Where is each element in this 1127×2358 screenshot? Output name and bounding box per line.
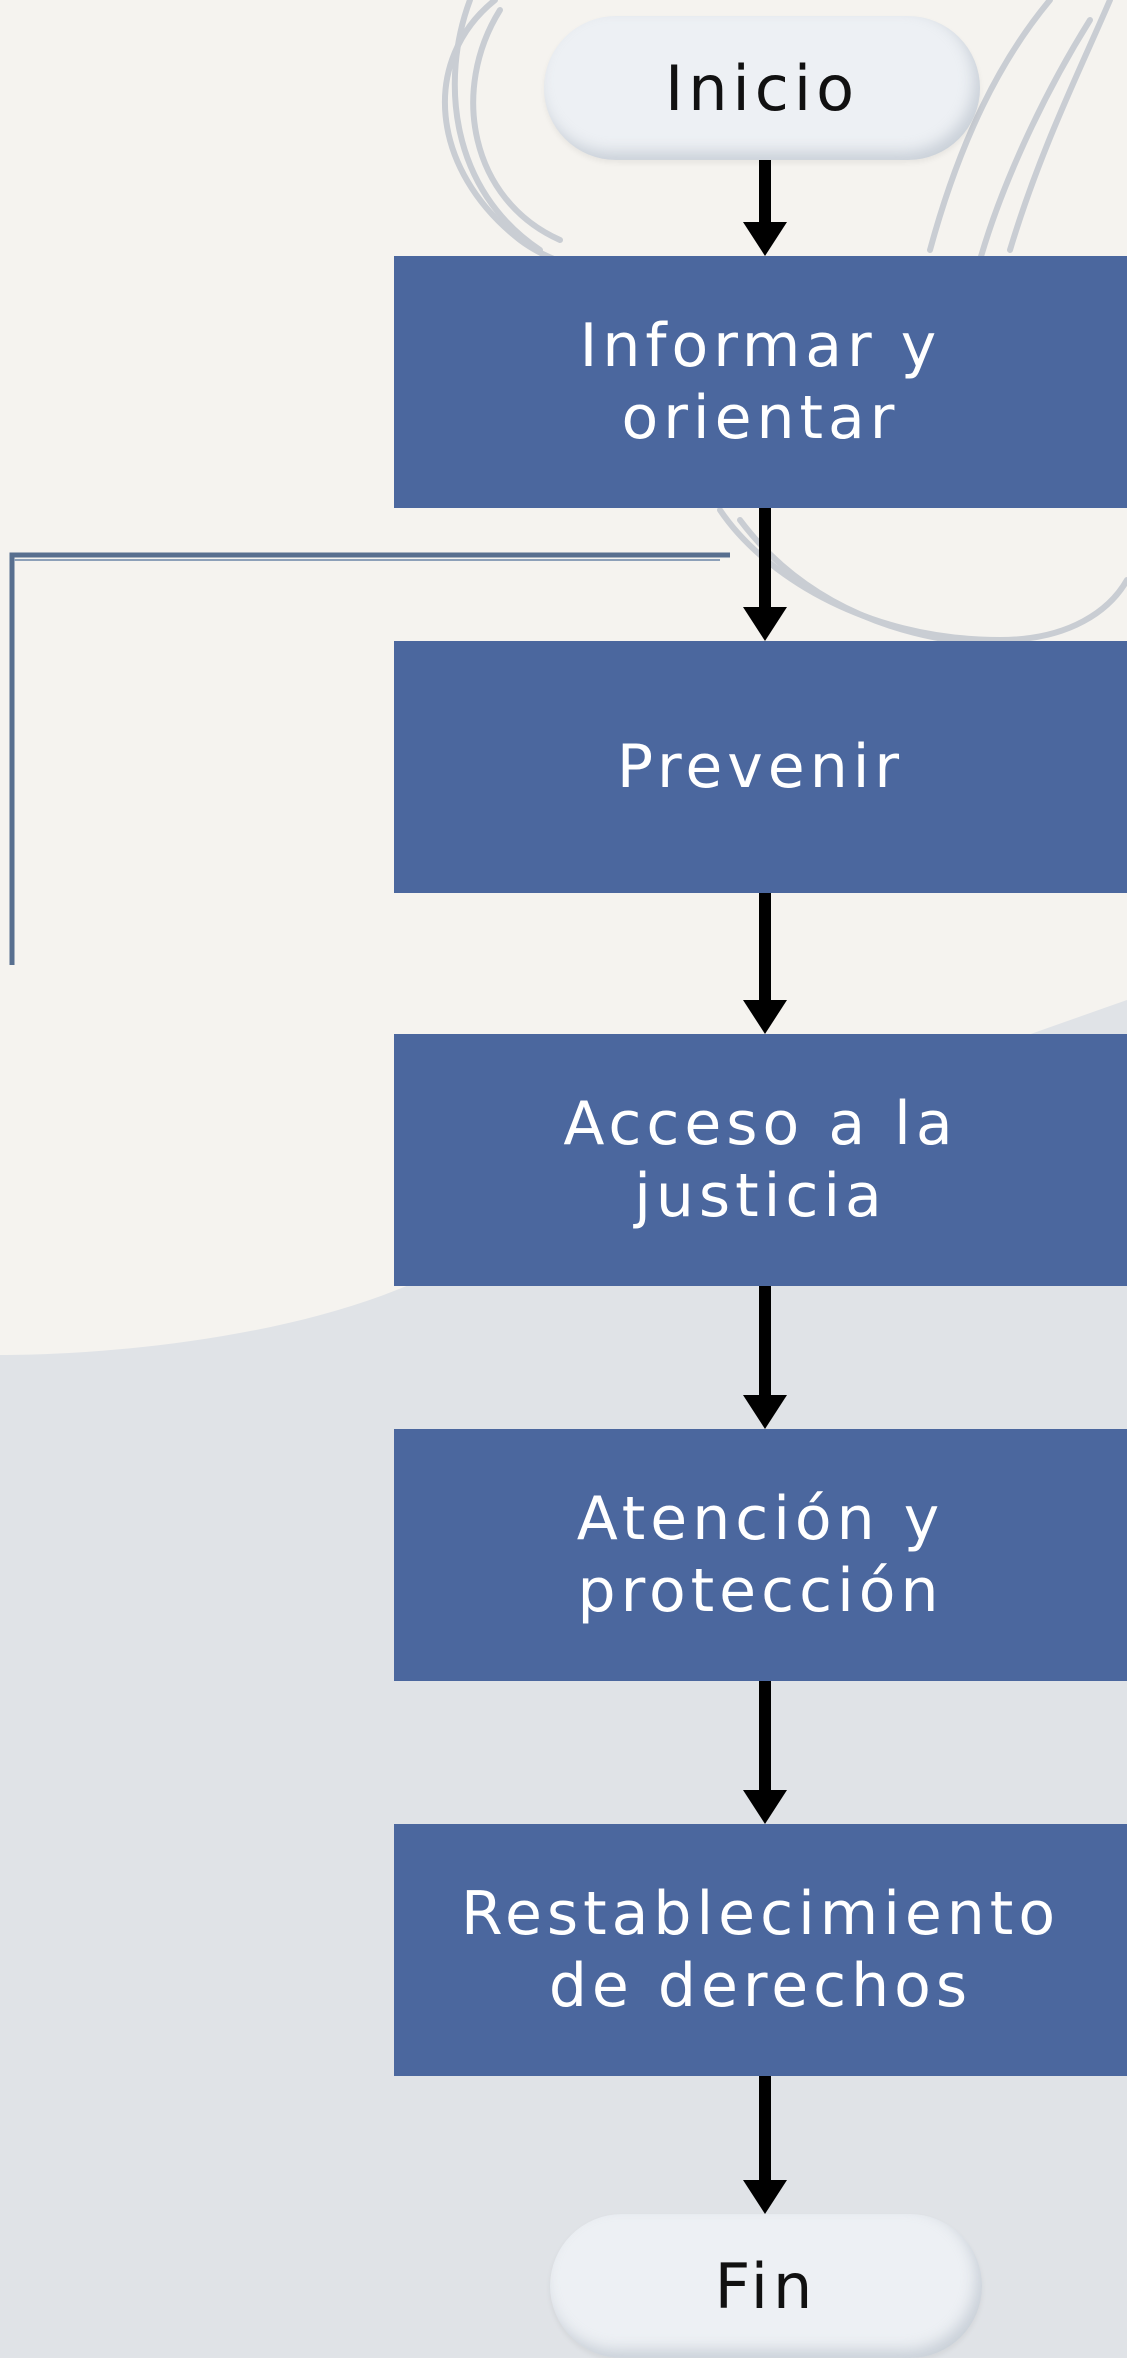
step-informar-orientar: Informar y orientar [394, 256, 1127, 508]
start-node: Inicio [544, 16, 980, 160]
end-label: Fin [714, 2249, 818, 2323]
end-node: Fin [550, 2214, 982, 2358]
step-restablecimiento-derechos: Restablecimiento de derechos [394, 1824, 1127, 2076]
start-label: Inicio [664, 51, 860, 125]
step-acceso-justicia: Acceso a la justicia [394, 1034, 1127, 1286]
step-atencion-proteccion: Atención y protección [394, 1429, 1127, 1681]
corner-bracket-decoration [9, 552, 730, 965]
step-prevenir: Prevenir [394, 641, 1127, 893]
